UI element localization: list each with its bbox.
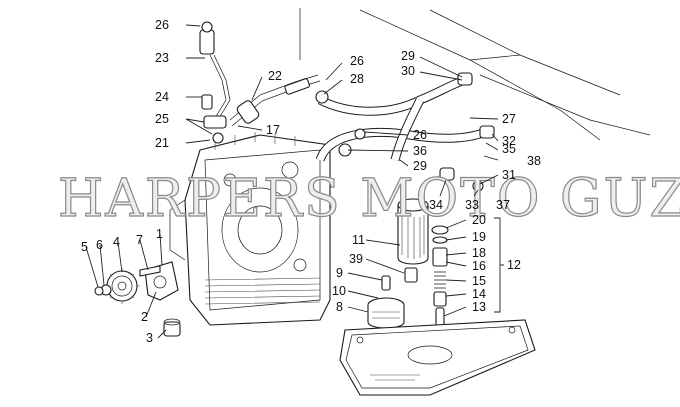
callout-26-top: 26 [155, 18, 169, 32]
callout-23: 23 [155, 51, 169, 65]
callout-21: 21 [155, 136, 169, 150]
callout-36: 36 [413, 144, 427, 158]
callout-16: 16 [472, 259, 486, 273]
callout-10: 10 [332, 284, 346, 298]
callout-3: 3 [146, 331, 153, 345]
callout-38: 38 [527, 154, 541, 168]
callout-5: 5 [81, 240, 88, 254]
callout-6: 6 [96, 238, 103, 252]
callout-25: 25 [155, 112, 169, 126]
callout-8: 8 [336, 300, 343, 314]
leader-lines [85, 24, 504, 339]
callout-31: 31 [502, 168, 516, 182]
callout-7: 7 [136, 233, 143, 247]
bushing [163, 318, 181, 337]
oil-hose-upper [317, 75, 467, 116]
engine-crankcase [169, 132, 331, 326]
pressure-sender [199, 21, 231, 119]
callout-2: 2 [141, 310, 148, 324]
callout-15: 15 [472, 274, 486, 288]
callout-37: 37 [496, 198, 510, 212]
callout-19: 19 [472, 230, 486, 244]
callout-18: 18 [472, 246, 486, 260]
callout-11: 11 [352, 233, 365, 247]
callout-33: 33 [465, 198, 479, 212]
callout-9: 9 [336, 266, 343, 280]
callout-34: 34 [429, 198, 443, 212]
callout-35: 35 [502, 142, 516, 156]
callout-32: 32 [502, 134, 516, 148]
callout-28: 28 [350, 72, 364, 86]
callout-12: 12 [507, 258, 521, 272]
oil-pipe-upper [229, 74, 321, 127]
banjo-fitting [201, 94, 227, 144]
callout-29-lower: 29 [413, 159, 427, 173]
relief-valve-stack [431, 225, 449, 329]
callout-24: 24 [155, 90, 169, 104]
callout-30: 30 [401, 64, 415, 78]
oil-sump [339, 319, 536, 396]
watermark-text: HARPERS MOTO GUZZI© [58, 169, 680, 229]
oil-hose-lower [315, 97, 493, 162]
callout-17: 17 [266, 123, 280, 137]
pump-bolt [139, 265, 161, 277]
callout-22: 22 [268, 69, 282, 83]
oil-filter [397, 198, 429, 283]
frame-outline [299, 8, 651, 141]
callout-numbers: 26 23 24 25 21 22 17 26 28 29 30 27 32 3… [81, 18, 541, 345]
callout-20: 20 [472, 213, 486, 227]
callout-29-top: 29 [401, 49, 415, 63]
callout-26-mid: 26 [350, 54, 364, 68]
callout-14: 14 [472, 287, 486, 301]
callout-26-right: 26 [413, 128, 427, 142]
washer-nut [94, 284, 112, 296]
callout-4: 4 [113, 235, 120, 249]
callout-1: 1 [156, 227, 163, 241]
filter-adapter [367, 275, 405, 329]
callout-13: 13 [472, 300, 486, 314]
callout-27: 27 [502, 112, 516, 126]
callout-39: 39 [349, 252, 363, 266]
